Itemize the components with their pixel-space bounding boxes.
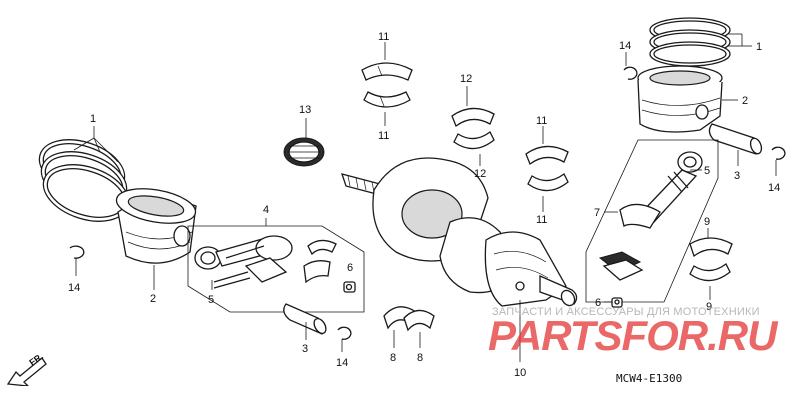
main-bearing-lower-right bbox=[527, 173, 569, 192]
conrod-bolts-left bbox=[213, 271, 251, 289]
leader-1-left-a bbox=[73, 137, 95, 151]
diagram-code: MCW4-E1300 bbox=[616, 372, 683, 385]
callout-13: 13 bbox=[299, 104, 311, 116]
watermark-logo: PARTSFOR.RU bbox=[488, 312, 777, 359]
callout-1-left: 1 bbox=[90, 113, 96, 125]
callout-14-mid: 14 bbox=[336, 357, 348, 369]
callout-8-b: 8 bbox=[417, 352, 423, 364]
connecting-rod-right bbox=[619, 151, 703, 229]
piston-left bbox=[115, 188, 197, 264]
main-bearing-upper-top bbox=[361, 62, 413, 81]
leader-1-left-b bbox=[93, 137, 101, 153]
thrust-bearing-upper bbox=[451, 107, 495, 128]
main-bearing-lower-top bbox=[363, 91, 411, 108]
conrod-nut-right bbox=[611, 297, 623, 308]
callout-14-right-top: 14 bbox=[619, 40, 631, 52]
piston-pin-left bbox=[283, 303, 327, 335]
callout-3-left: 3 bbox=[302, 343, 308, 355]
callout-11-top: 11 bbox=[378, 31, 389, 43]
conrod-bearing-upper-left bbox=[307, 239, 337, 256]
callout-1-right: 1 bbox=[756, 41, 762, 53]
conrod-bearing-lower-right bbox=[689, 263, 731, 282]
callout-9-bottom: 9 bbox=[706, 301, 712, 313]
callout-2-left: 2 bbox=[150, 293, 156, 305]
callout-12-top: 12 bbox=[460, 73, 472, 85]
conrod-bearing-upper-right bbox=[689, 237, 733, 258]
piston-pin-clip-right-top bbox=[623, 66, 638, 80]
callout-5-right: 5 bbox=[704, 165, 710, 177]
callout-6-right: 6 bbox=[595, 297, 601, 309]
callout-11-right2: 11 bbox=[536, 214, 547, 226]
piston-pin-clip-left bbox=[69, 245, 85, 259]
watermark-tagline: ЗАПЧАСТИ И АКСЕССУАРЫ ДЛЯ МОТОТЕХНИКИ bbox=[492, 306, 760, 318]
connecting-rod-cap-right bbox=[598, 251, 644, 281]
thrust-bearing-lower bbox=[453, 131, 495, 150]
callout-3-right: 3 bbox=[734, 170, 740, 182]
callout-7: 7 bbox=[594, 207, 600, 219]
callout-11-top2: 11 bbox=[378, 130, 389, 142]
callout-8-a: 8 bbox=[390, 352, 396, 364]
piston-right bbox=[637, 65, 723, 133]
crankpin-bearing-b bbox=[403, 309, 435, 332]
callout-6-left: 6 bbox=[347, 262, 353, 274]
main-bearing-upper-right bbox=[525, 145, 569, 166]
callout-12-mid: 12 bbox=[474, 168, 486, 180]
callout-14-left: 14 bbox=[68, 282, 80, 294]
callout-10: 10 bbox=[514, 367, 526, 379]
callout-5-left: 5 bbox=[208, 294, 214, 306]
conrod-bearing-lower-left bbox=[303, 260, 331, 284]
conrod-kit-outline-right bbox=[585, 139, 719, 303]
conrod-kit-outline-left bbox=[187, 225, 365, 313]
conrod-bolts-right bbox=[667, 171, 689, 193]
callout-4: 4 bbox=[263, 204, 269, 216]
piston-rings-left bbox=[38, 139, 130, 222]
crankshaft bbox=[341, 157, 578, 307]
callout-11-right1: 11 bbox=[536, 115, 547, 127]
front-direction-arrow-icon: FR. bbox=[6, 351, 47, 386]
callout-14-right-bottom: 14 bbox=[768, 182, 780, 194]
crank-sprocket bbox=[283, 137, 325, 167]
callout-2-right: 2 bbox=[742, 95, 748, 107]
piston-pin-clip-mid bbox=[337, 326, 352, 340]
piston-pin-right bbox=[708, 123, 763, 155]
conrod-nut-left bbox=[343, 281, 356, 293]
connecting-rod-cap-left bbox=[244, 257, 288, 283]
connecting-rod-left bbox=[194, 235, 293, 270]
piston-pin-clip-right-bottom bbox=[771, 146, 786, 160]
piston-rings-right bbox=[649, 17, 731, 67]
leader-1-left-c bbox=[93, 137, 119, 163]
callout-9-top: 9 bbox=[704, 216, 710, 228]
